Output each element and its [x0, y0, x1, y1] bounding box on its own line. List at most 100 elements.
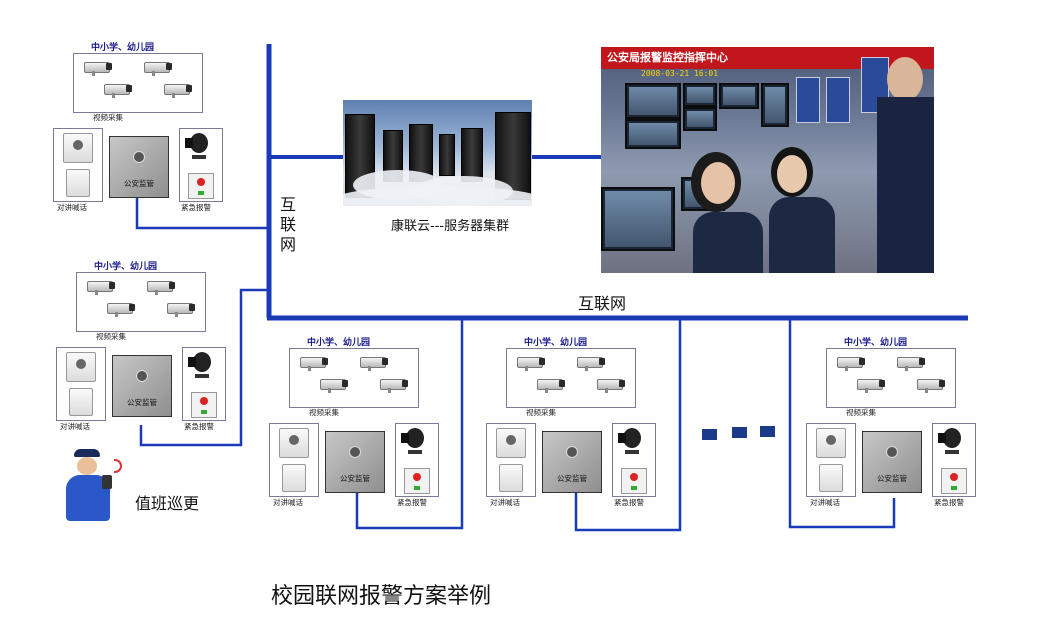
school-node: 中小学、幼儿园视频采集对讲喊话公安监管紧急报警: [269, 335, 469, 515]
video-capture-box: [76, 272, 206, 332]
panel-label: 公安监管: [124, 179, 154, 188]
camera-icon: [577, 355, 605, 371]
video-capture-label: 视频采集: [96, 332, 126, 341]
intercom-box: [806, 423, 856, 497]
intercom-label: 对讲喊话: [60, 422, 90, 431]
video-capture-label: 视频采集: [526, 408, 556, 417]
camera-icon: [104, 82, 132, 98]
school-node: 中小学、幼儿园视频采集对讲喊话 公安监管紧急报警: [53, 40, 253, 220]
camera-icon: [537, 377, 565, 393]
camera-icon: [857, 377, 885, 393]
server-cluster-label: 康联云---服务器集群: [391, 219, 510, 234]
intercom-icon: [816, 428, 846, 458]
police-monitor-panel: 公安监管: [325, 431, 385, 493]
alarm-box: [182, 347, 226, 421]
intercom-label: 对讲喊话: [490, 498, 520, 507]
siren-icon: [187, 352, 217, 380]
emergency-button-icon: [941, 468, 967, 494]
camera-icon: [147, 279, 175, 295]
camera-icon: [144, 60, 172, 76]
intercom-icon: [279, 428, 309, 458]
intercom-icon: [63, 133, 93, 163]
alarm-box: [395, 423, 439, 497]
camera-icon: [107, 301, 135, 317]
school-node-title: 中小学、幼儿园: [844, 338, 908, 348]
police-monitor-panel: 公安监管: [542, 431, 602, 493]
intercom-label: 对讲喊话: [273, 498, 303, 507]
camera-icon: [164, 82, 192, 98]
panel-knob-icon: [133, 151, 145, 163]
police-banner: 公安局报警监控指挥中心: [601, 47, 934, 69]
intercom-panel-icon: [66, 169, 90, 197]
panel-label: 公安监管: [557, 474, 587, 483]
panel-knob-icon: [349, 446, 361, 458]
intercom-panel-icon: [69, 388, 93, 416]
intercom-label: 对讲喊话: [810, 498, 840, 507]
intercom-label: 对讲喊话: [57, 203, 87, 212]
camera-icon: [897, 355, 925, 371]
school-node: 中小学、幼儿园视频采集对讲喊话 公安监管紧急报警: [56, 259, 256, 439]
alarm-label: 紧急报警: [934, 498, 964, 507]
video-capture-box: [826, 348, 956, 408]
alarm-box: [612, 423, 656, 497]
school-node-title: 中小学、幼儿园: [91, 43, 155, 53]
intercom-box: [269, 423, 319, 497]
video-capture-box: [506, 348, 636, 408]
intercom-icon: [66, 352, 96, 382]
emergency-button-icon: [191, 392, 217, 418]
alarm-label: 紧急报警: [614, 498, 644, 507]
camera-icon: [167, 301, 195, 317]
internet-label-vertical: 互联网: [280, 195, 297, 254]
diagram-caption: 校园联网报警方案举例: [271, 584, 492, 609]
panel-label: 公安监管: [127, 398, 157, 407]
video-capture-box: [289, 348, 419, 408]
siren-icon: [184, 133, 214, 161]
school-node-title: 中小学、幼儿园: [94, 262, 158, 272]
alarm-label: 紧急报警: [184, 422, 214, 431]
emergency-button-icon: [621, 468, 647, 494]
intercom-box: [53, 128, 103, 202]
siren-icon: [400, 428, 430, 456]
video-capture-label: 视频采集: [846, 408, 876, 417]
server-cluster-image: [343, 100, 532, 206]
ellipsis-dot: [732, 427, 747, 438]
patrol-guard-icon: [64, 449, 122, 521]
camera-icon: [517, 355, 545, 371]
alarm-box: [179, 128, 223, 202]
intercom-panel-icon: [499, 464, 523, 492]
ellipsis-dot: [760, 426, 775, 437]
intercom-icon: [496, 428, 526, 458]
police-monitor-panel: 公安监管: [109, 136, 169, 198]
video-capture-box: [73, 53, 203, 113]
camera-icon: [917, 377, 945, 393]
camera-icon: [300, 355, 328, 371]
emergency-button-icon: [188, 173, 214, 199]
camera-icon: [597, 377, 625, 393]
panel-knob-icon: [886, 446, 898, 458]
patrol-label: 值班巡更: [135, 494, 200, 513]
emergency-button-icon: [404, 468, 430, 494]
police-monitor-panel: 公安监管: [862, 431, 922, 493]
camera-icon: [837, 355, 865, 371]
camera-icon: [84, 60, 112, 76]
camera-icon: [380, 377, 408, 393]
intercom-panel-icon: [282, 464, 306, 492]
ellipsis-dot: [702, 429, 717, 440]
intercom-panel-icon: [819, 464, 843, 492]
siren-icon: [937, 428, 967, 456]
panel-knob-icon: [136, 370, 148, 382]
alarm-label: 紧急报警: [181, 203, 211, 212]
camera-icon: [87, 279, 115, 295]
alarm-box: [932, 423, 976, 497]
panel-label: 公安监管: [340, 474, 370, 483]
video-capture-label: 视频采集: [93, 113, 123, 122]
alarm-label: 紧急报警: [397, 498, 427, 507]
camera-icon: [360, 355, 388, 371]
internet-label-horizontal: 互联网: [578, 294, 627, 313]
camera-icon: [320, 377, 348, 393]
siren-icon: [617, 428, 647, 456]
intercom-box: [56, 347, 106, 421]
police-timestamp: 2008-03-21 16:01: [641, 69, 719, 78]
police-command-center-image: 公安局报警监控指挥中心 2008-03-21 16:01: [601, 47, 934, 273]
school-node: 中小学、幼儿园视频采集对讲喊话公安监管紧急报警: [486, 335, 686, 515]
